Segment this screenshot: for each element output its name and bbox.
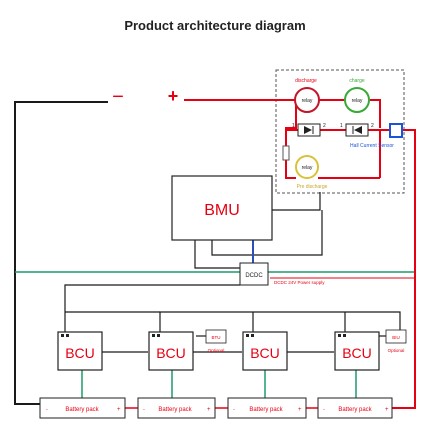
diode-pin-label: 1: [292, 123, 295, 129]
bcu-2: [148, 331, 194, 371]
battery-pack-4-label: Battery pack: [338, 407, 372, 413]
hall-sensor-label: Hall Current Sensor: [350, 143, 394, 149]
battery-pack-1-label: Battery pack: [65, 407, 99, 413]
battery-pack-3-plus: +: [298, 407, 302, 413]
predischarge-label: Pre discharge: [297, 184, 328, 190]
negative-terminal: −: [112, 86, 124, 108]
btu-box: [205, 329, 227, 344]
predischarge-relay-text: relay: [302, 165, 313, 171]
signal-wires: [64, 192, 401, 353]
hall-current-sensor-icon: [389, 123, 403, 138]
battery-pack-1-minus: -: [46, 407, 48, 413]
bmu-box: [171, 175, 273, 241]
dcdc-label: DCDC: [245, 273, 263, 279]
bcu-3: [242, 331, 288, 371]
diode-pin-label: 1: [340, 123, 343, 129]
discharge-diode-icon: [297, 123, 321, 137]
charge-relay-text: relay: [352, 98, 363, 104]
bcu-1-label: BCU: [65, 345, 95, 361]
battery-pack-1-plus: +: [117, 407, 121, 413]
battery-pack-3: [227, 397, 307, 419]
charge-diode-icon: [345, 123, 369, 137]
biu-box: [385, 329, 407, 344]
charge-relay: [344, 87, 370, 113]
biu-note: Optional: [388, 348, 405, 353]
discharge-relay-text: relay: [302, 98, 313, 104]
battery-pack-1: [39, 397, 126, 419]
discharge-label: discharge: [295, 78, 317, 84]
bmu-label: BMU: [204, 202, 240, 219]
diode-pin-label: 2: [323, 123, 326, 129]
battery-pack-4: [317, 397, 393, 419]
bcu-1: [57, 331, 103, 371]
dcdc-box: [239, 262, 269, 286]
battery-pack-2-label: Battery pack: [158, 407, 192, 413]
battery-pack-2-plus: +: [207, 407, 211, 413]
battery-pack-4-minus: -: [323, 407, 325, 413]
bcu-4-label: BCU: [342, 345, 372, 361]
charge-label: charge: [349, 78, 365, 84]
predischarge-relay: [295, 155, 319, 179]
btu-label: BTU: [212, 335, 221, 340]
battery-pack-3-label: Battery pack: [249, 407, 283, 413]
btu-note: Optional: [208, 348, 225, 353]
bcu-3-label: BCU: [250, 345, 280, 361]
diagram-title: Product architecture diagram: [124, 18, 306, 33]
resistor-icon: [282, 145, 290, 161]
dcdc-note: DCDC 24V Power supply: [274, 280, 325, 285]
battery-pack-2-minus: -: [143, 407, 145, 413]
biu-label: BIU: [392, 335, 400, 340]
battery-pack-3-minus: -: [233, 407, 235, 413]
positive-wires: [184, 99, 416, 409]
relay-module-dashed-box: [275, 69, 405, 194]
negative-wires: [14, 101, 108, 405]
green-wires: [15, 271, 415, 398]
positive-terminal: +: [168, 86, 179, 106]
battery-pack-4-plus: +: [385, 407, 389, 413]
bcu-4: [334, 331, 380, 371]
discharge-relay: [294, 87, 320, 113]
diode-pin-label: 2: [371, 123, 374, 129]
bcu-2-label: BCU: [156, 345, 186, 361]
battery-pack-2: [137, 397, 216, 419]
